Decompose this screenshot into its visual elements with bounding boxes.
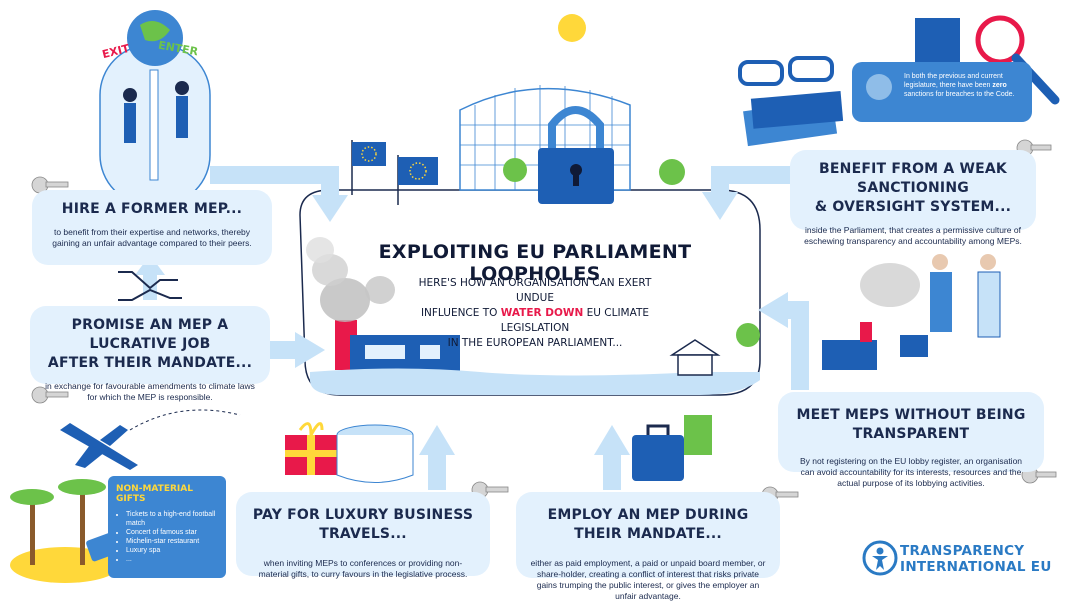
meeting-illustration xyxy=(822,254,1001,370)
tree-icon xyxy=(659,159,685,185)
card-title-line-2: & OVERSIGHT SYSTEM... xyxy=(814,199,1012,215)
eu-flag-icon xyxy=(351,140,438,205)
card-weak-sanctioning: BENEFIT FROM A WEAK SANCTIONING & OVERSI… xyxy=(790,150,1036,246)
transparency-logo-icon xyxy=(862,540,898,576)
arrow-head xyxy=(594,425,630,455)
bubble-dot xyxy=(866,74,892,100)
card-text: inside the Parliament, that creates a pe… xyxy=(804,225,1022,246)
card-text: in exchange for favourable amendments to… xyxy=(45,381,255,402)
gift-icon xyxy=(285,422,337,475)
arrow-head xyxy=(295,332,325,368)
card-title: PAY FOR LUXURY BUSINESS TRAVELS... xyxy=(252,507,474,542)
gift-item: Luxury spa xyxy=(126,546,218,555)
subtitle-line-2-pre: INFLUENCE TO xyxy=(420,307,498,319)
non-material-gifts-panel: NON-MATERIAL GIFTS Tickets to a high-end… xyxy=(108,476,226,578)
logo-line-1: TRANSPARENCY xyxy=(900,543,1025,559)
arrow-head xyxy=(419,425,455,455)
key-icon xyxy=(31,139,1057,504)
tree-icon xyxy=(503,158,527,182)
card-hire-former-mep: HIRE A FORMER MEP... to benefit from the… xyxy=(32,190,272,265)
subtitle-line-3: IN THE EUROPEAN PARLIAMENT... xyxy=(447,337,623,349)
gifts-list: Tickets to a high-end football match Con… xyxy=(116,510,218,564)
card-title-line-1: BENEFIT FROM A WEAK SANCTIONING xyxy=(819,161,1007,196)
flow-arrow xyxy=(711,166,800,195)
card-luxury-travels: PAY FOR LUXURY BUSINESS TRAVELS... when … xyxy=(236,492,490,579)
arrow-head xyxy=(758,292,788,328)
organisation-logo: TRANSPARENCY INTERNATIONAL EU xyxy=(900,543,1052,575)
handshake-icon xyxy=(118,271,182,301)
hot-tub-icon xyxy=(336,424,414,483)
card-text: either as paid employment, a paid or unp… xyxy=(530,558,766,601)
briefcase-icon xyxy=(632,415,712,481)
arrow-head xyxy=(702,192,738,220)
house-icon xyxy=(669,339,721,376)
bubble-text-bold: zero xyxy=(992,82,1007,89)
subtitle: HERE'S HOW AN ORGANISATION CAN EXERT UND… xyxy=(400,276,670,351)
subtitle-line-2-post: EU CLIMATE LEGISLATION xyxy=(500,307,650,334)
speech-bubble: In both the previous and current legisla… xyxy=(852,62,1032,122)
card-title-line-1: PROMISE AN MEP A LUCRATIVE JOB xyxy=(71,317,229,352)
card-promise-job: PROMISE AN MEP A LUCRATIVE JOB AFTER THE… xyxy=(30,306,270,402)
glasses-icon xyxy=(738,56,834,86)
sun-icon xyxy=(558,14,586,42)
flow-arrow xyxy=(210,166,339,200)
gift-item: Concert of famous star xyxy=(126,528,218,537)
gift-item: Michelin-star restaurant xyxy=(126,537,218,546)
subtitle-highlight: WATER DOWN xyxy=(500,307,584,319)
water xyxy=(310,368,760,395)
arrow-head xyxy=(135,255,165,275)
factory-icon xyxy=(306,237,460,375)
padlock-icon xyxy=(538,106,614,204)
magnifier-icon xyxy=(915,15,1060,105)
documents-icon xyxy=(743,90,844,147)
page-title: EXPLOITING EU PARLIAMENT LOOPHOLES xyxy=(378,241,692,285)
card-title: HIRE A FORMER MEP... xyxy=(61,201,243,217)
card-text: to benefit from their expertise and netw… xyxy=(52,227,252,248)
gift-item: Tickets to a high-end football match xyxy=(126,510,218,528)
airplane-icon xyxy=(60,409,241,470)
card-title-line-2: AFTER THEIR MANDATE... xyxy=(47,355,253,371)
bubble-text-post: sanctions for breaches to the Code. xyxy=(904,91,1015,98)
bubble-text-pre: In both the previous and current legisla… xyxy=(904,73,1003,89)
logo-line-2: INTERNATIONAL EU xyxy=(900,559,1052,575)
card-title: MEET MEPS WITHOUT BEING TRANSPARENT xyxy=(796,407,1026,442)
card-text: By not registering on the EU lobby regis… xyxy=(799,456,1023,488)
gifts-title: NON-MATERIAL GIFTS xyxy=(116,484,193,504)
card-title: EMPLOY AN MEP DURING THEIR MANDATE... xyxy=(547,507,749,542)
bubble-text: In both the previous and current legisla… xyxy=(904,72,1024,99)
gift-item: ... xyxy=(126,555,218,564)
subtitle-line-2: INFLUENCE TO WATER DOWN EU CLIMATE LEGIS… xyxy=(400,306,670,336)
tree-icon xyxy=(736,323,760,347)
arrow-head xyxy=(312,195,348,222)
card-meet-meps: MEET MEPS WITHOUT BEING TRANSPARENT By n… xyxy=(778,392,1044,488)
card-employ-mep: EMPLOY AN MEP DURING THEIR MANDATE... ei… xyxy=(516,492,780,601)
revolving-door xyxy=(99,10,211,206)
card-text: when inviting MEPs to conferences or pro… xyxy=(258,558,468,579)
beach-illustration xyxy=(10,479,124,583)
subtitle-line-1: HERE'S HOW AN ORGANISATION CAN EXERT UND… xyxy=(418,277,652,304)
